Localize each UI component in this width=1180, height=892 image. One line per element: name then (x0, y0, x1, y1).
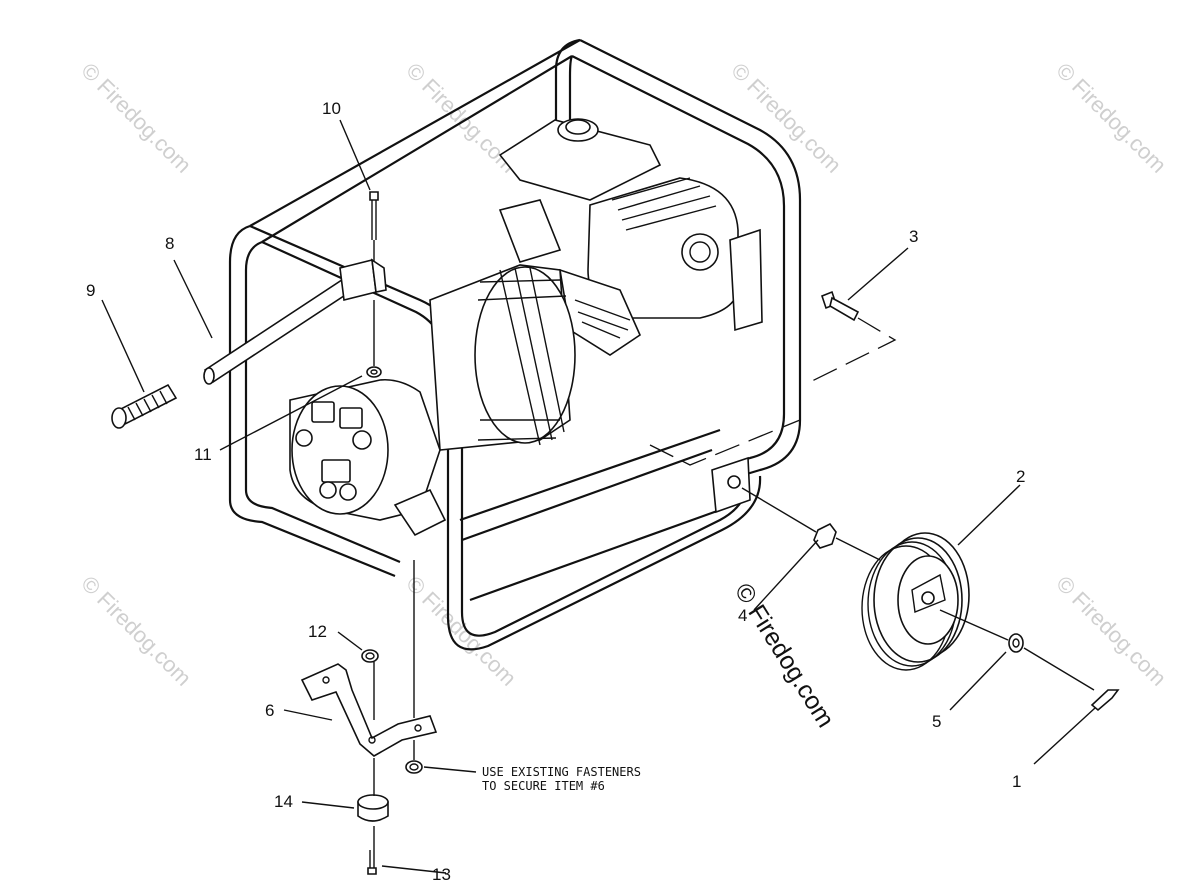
watermark-top-4: © Firedog.com (1051, 58, 1171, 178)
callout-5: 5 (932, 712, 941, 731)
wheel-hub (921, 591, 935, 605)
callout-11: 11 (194, 445, 212, 464)
wheel (861, 532, 970, 671)
leader-lines (101, 119, 1096, 874)
callout-8: 8 (165, 234, 174, 253)
handle-assembly (111, 258, 387, 429)
watermark-main: © Firedog.com (729, 578, 840, 732)
callout-3: 3 (909, 227, 918, 246)
watermark-top-1: © Firedog.com (76, 58, 196, 178)
callout-4: 4 (738, 606, 747, 625)
callout-9: 9 (86, 281, 95, 300)
callout-2: 2 (1016, 467, 1025, 486)
callout-1: 1 (1012, 772, 1021, 791)
callout-10: 10 (322, 99, 341, 118)
callout-6: 6 (265, 701, 274, 720)
fastener-note: USE EXISTING FASTENERS TO SECURE ITEM #6 (482, 765, 641, 793)
handle-grip-end (111, 407, 127, 429)
watermark-bottom-4: © Firedog.com (1051, 571, 1171, 691)
assembly-lines (373, 240, 1095, 850)
watermark-bottom-1: © Firedog.com (76, 571, 196, 691)
callout-12: 12 (308, 622, 327, 641)
foot-bracket (300, 663, 438, 757)
note-line-2: TO SECURE ITEM #6 (482, 779, 605, 793)
note-line-1: USE EXISTING FASTENERS (482, 765, 641, 779)
frame-axle-hole (727, 475, 741, 489)
air-filter-cover (681, 233, 719, 271)
callout-13: 13 (432, 865, 451, 884)
callout-14: 14 (274, 792, 293, 811)
hardware (357, 191, 1120, 875)
alternator (289, 264, 576, 537)
callout-labels: 1 2 3 4 5 6 8 9 10 11 12 13 14 (86, 99, 1025, 884)
engine (498, 118, 763, 356)
watermark-top-3: © Firedog.com (726, 58, 846, 178)
